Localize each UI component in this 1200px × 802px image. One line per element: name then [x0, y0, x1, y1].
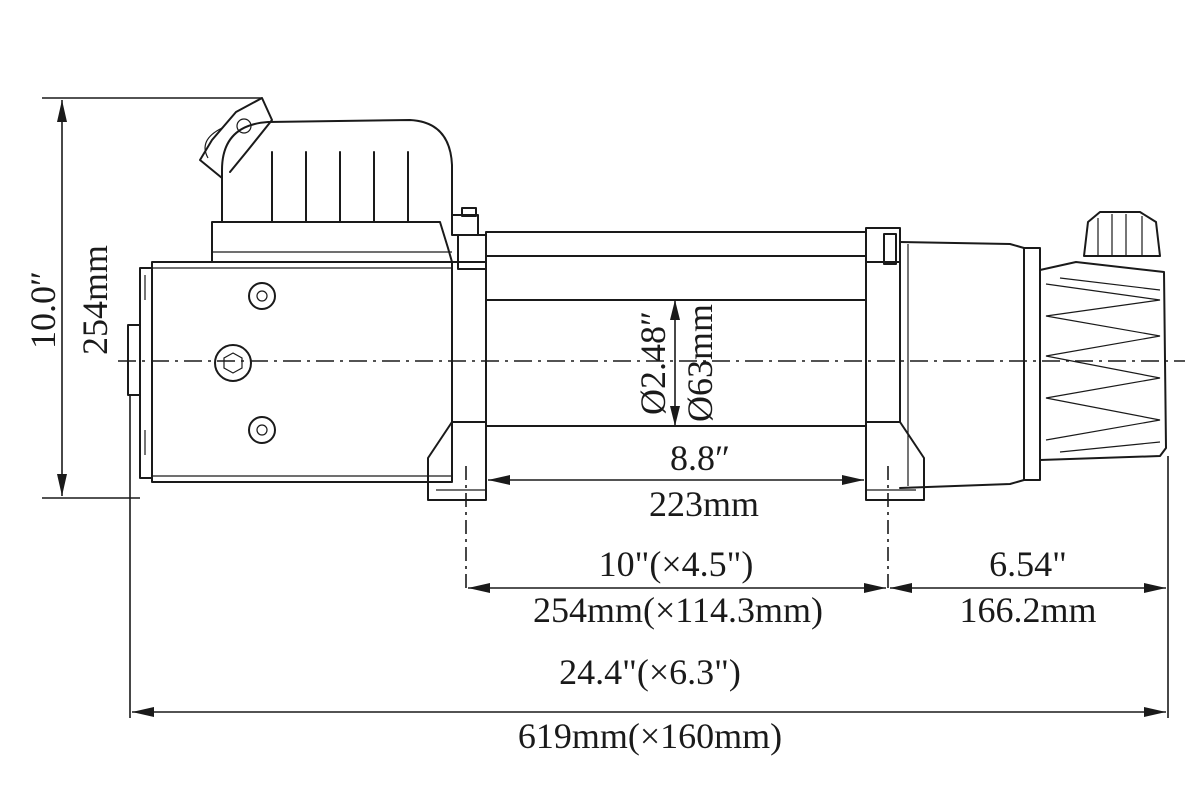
drum-diameter-mm-label: Ø63mm: [680, 304, 720, 422]
total-mm-label: 619mm(×160mm): [518, 716, 782, 756]
drum-diameter-dimension: Ø2.48″ Ø63mm: [633, 300, 720, 426]
total-in-label: 24.4"(×6.3"): [559, 652, 741, 692]
base-dimension: 10"(×4.5") 254mm(×114.3mm): [468, 544, 886, 630]
gear-in-label: 6.54": [989, 544, 1067, 584]
gear-mm-label: 166.2mm: [959, 590, 1096, 630]
height-in-label: 10.0″: [23, 271, 63, 349]
base-mm-label: 254mm(×114.3mm): [533, 590, 823, 630]
drum-diameter-in-label: Ø2.48″: [633, 311, 673, 415]
base-in-label: 10"(×4.5"): [599, 544, 754, 584]
drum-length-in-label: 8.8″: [670, 438, 730, 478]
motor-housing: [127, 261, 453, 483]
control-box: [199, 97, 453, 263]
gear-dimension: 6.54" 166.2mm: [890, 544, 1166, 630]
total-length-dimension: 24.4"(×6.3") 619mm(×160mm): [132, 652, 1166, 756]
drum-length-dimension: 8.8″ 223mm: [488, 438, 864, 524]
right-drum-support: [865, 227, 925, 501]
height-mm-label: 254mm: [75, 245, 115, 355]
height-dimension: 10.0″ 254mm: [23, 97, 262, 499]
gear-housing: [899, 211, 1167, 489]
cable-drum: [485, 231, 867, 427]
drum-length-mm-label: 223mm: [649, 484, 759, 524]
